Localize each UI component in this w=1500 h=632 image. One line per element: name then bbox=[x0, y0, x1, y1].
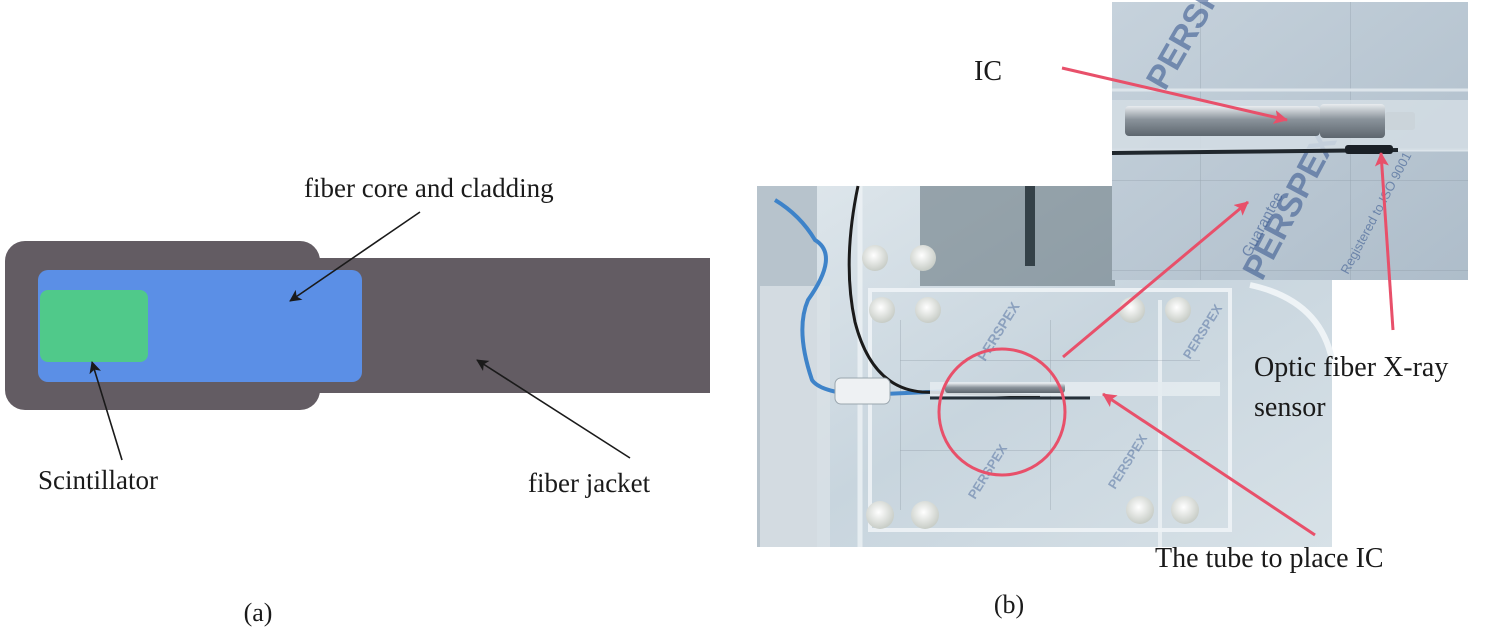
peg bbox=[910, 245, 936, 271]
phantom-photo: PERSPEX PERSPEX PERSPEX PERSPEX PERSPEX … bbox=[757, 0, 1468, 619]
fiber-jacket-body bbox=[300, 258, 710, 393]
sensor-label-line2: sensor bbox=[1254, 392, 1326, 423]
peg bbox=[915, 297, 941, 323]
highlight-circle bbox=[937, 347, 1067, 477]
peg bbox=[862, 245, 888, 271]
inset-photo: PERSPEX PERSPEX Registered to ISO 9001 G… bbox=[1111, 0, 1468, 286]
blue-cable bbox=[773, 198, 976, 398]
black-cable bbox=[847, 185, 1041, 398]
caption-a: (a) bbox=[244, 598, 273, 627]
ic-closeup bbox=[1125, 106, 1320, 136]
scintillator-label: Scintillator bbox=[38, 465, 158, 495]
ic-in-phantom bbox=[945, 383, 1065, 393]
scintillator-label-arrow bbox=[89, 361, 123, 461]
tube-label: The tube to place IC bbox=[1155, 543, 1384, 574]
fiber-probe-schematic: fiber core and cladding Scintillator fib… bbox=[5, 173, 710, 627]
ic-annotation-arrow bbox=[1061, 66, 1288, 124]
sensor-label-line1: Optic fiber X-ray bbox=[1254, 352, 1448, 383]
peg bbox=[911, 501, 939, 529]
peg bbox=[866, 501, 894, 529]
inset-connector-arrow bbox=[1062, 200, 1249, 359]
ic-label: IC bbox=[974, 56, 1002, 87]
peg bbox=[1171, 496, 1199, 524]
peg bbox=[869, 297, 895, 323]
ic-tip-closeup bbox=[1320, 104, 1385, 138]
sensor-annotation-arrow bbox=[1374, 152, 1395, 331]
peg bbox=[1165, 297, 1191, 323]
jacket-label-arrow bbox=[476, 359, 631, 459]
main-photo: PERSPEX PERSPEX PERSPEX PERSPEX bbox=[757, 185, 1335, 547]
fiber-jacket-label: fiber jacket bbox=[528, 468, 651, 498]
fiber-core-label: fiber core and cladding bbox=[304, 173, 554, 203]
peg bbox=[1126, 496, 1154, 524]
core-label-arrow bbox=[289, 211, 421, 302]
tube-annotation-arrow bbox=[1102, 392, 1316, 537]
scintillator-crystal bbox=[40, 290, 148, 362]
caption-b: (b) bbox=[994, 590, 1024, 619]
